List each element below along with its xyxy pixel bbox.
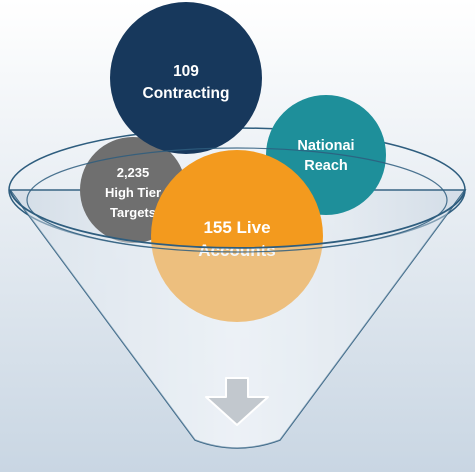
bubble-high-tier-line1: 2,235	[117, 165, 150, 180]
bubble-live-accounts-line1: 155 Live	[203, 218, 270, 237]
funnel-inner-ring	[26, 147, 448, 253]
bubble-live-accounts: 155 Live Accounts	[151, 150, 323, 322]
bubble-live-accounts-circle	[151, 150, 323, 322]
bubble-contracting: 109 Contracting	[110, 2, 262, 154]
down-arrow-icon	[205, 377, 269, 426]
bubble-live-accounts-line2: Accounts	[198, 241, 275, 260]
bubble-contracting-circle	[110, 2, 262, 154]
bubble-national-reach-line2: Reach	[304, 158, 348, 174]
bubble-contracting-line2: Contracting	[143, 85, 230, 102]
bubble-high-tier-line2: High Tier	[105, 185, 161, 200]
bubble-high-tier-line3: Targets	[110, 205, 156, 220]
bubble-contracting-line1: 109	[173, 63, 199, 80]
bubble-national-reach-line1: Nationai	[297, 138, 354, 154]
